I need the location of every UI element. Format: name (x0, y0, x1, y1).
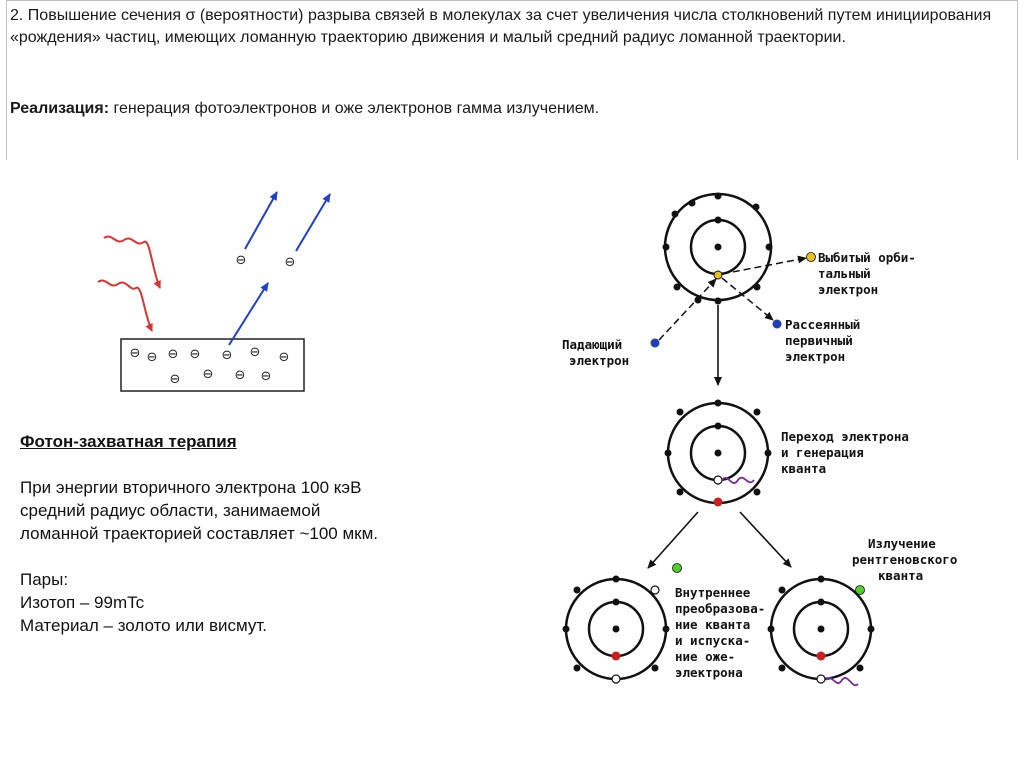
incident-electron (650, 338, 660, 348)
info-block: Фотон-захватная терапия При энергии втор… (20, 430, 500, 637)
pairs-title: Пары: (20, 570, 69, 589)
incident-label: Падающий электрон (562, 337, 629, 368)
realization-line: Реализация: генерация фотоэлектронов и о… (10, 98, 1010, 120)
svg-text:ние оже-: ние оже- (675, 649, 735, 664)
photon-wave-2 (97, 279, 153, 332)
isotope-line: Изотоп – 99mTc (20, 593, 145, 612)
emitted-arrow-3 (228, 282, 269, 346)
electron-symbol: ⊖ (130, 346, 141, 361)
electron-symbol: ⊖ (168, 347, 179, 362)
electron-symbol: ⊖ (250, 345, 261, 360)
ejected-electron (806, 252, 816, 262)
electron-symbol: ⊖ (190, 347, 201, 362)
photon-wave-1 (103, 235, 161, 289)
electron-symbol: ⊖ (235, 368, 246, 383)
svg-text:преобразова-: преобразова- (675, 601, 765, 616)
ejected-path (721, 255, 807, 275)
svg-text:электрон: электрон (569, 353, 629, 368)
energy-line-1: При энергии вторичного электрона 100 кэВ (20, 478, 362, 497)
material-line: Материал – золото или висмут. (20, 616, 268, 635)
metal-plate (120, 338, 305, 392)
svg-text:тальный: тальный (818, 266, 871, 281)
svg-text:Излучение: Излучение (868, 536, 936, 551)
transition-label: Переход электрона и генерация кванта (781, 429, 909, 476)
emitted-electron-symbol: ⊖ (236, 253, 247, 268)
realization-text: генерация фотоэлектронов и оже электроно… (109, 100, 600, 117)
electron-symbol: ⊖ (203, 367, 214, 382)
svg-text:электрона: электрона (675, 665, 743, 680)
svg-text:кванта: кванта (781, 461, 826, 476)
electron-symbol: ⊖ (222, 348, 233, 363)
svg-text:Переход электрона: Переход электрона (781, 429, 909, 444)
flow-arrow-right (739, 511, 792, 568)
svg-text:Рассеянный: Рассеянный (785, 317, 860, 332)
scattered-label: Рассеянный первичный электрон (785, 317, 860, 364)
svg-text:Внутреннее: Внутреннее (675, 585, 751, 600)
atom-top (662, 192, 773, 305)
electron-symbol: ⊖ (279, 350, 290, 365)
incident-path (658, 278, 717, 341)
atom-bottom-right (767, 575, 875, 687)
svg-text:и испуска-: и испуска- (675, 633, 750, 648)
photoelectric-diagram: ⊖ ⊖ ⊖ ⊖ ⊖ ⊖ ⊖ ⊖ ⊖ ⊖ ⊖ ⊖ ⊖ (97, 191, 331, 392)
electron-symbol: ⊖ (261, 369, 272, 384)
atom-bottom-left (562, 563, 682, 684)
scattered-electron (772, 319, 782, 329)
atom-middle (664, 399, 772, 507)
svg-text:первичный: первичный (785, 333, 853, 348)
emitted-electron-symbol: ⊖ (285, 255, 296, 270)
frame-left-border (6, 0, 7, 160)
svg-text:Падающий: Падающий (562, 337, 622, 352)
xray-label: Излучение рентгеновского кванта (852, 536, 957, 583)
emitted-arrow-1 (244, 191, 278, 250)
electron-symbol: ⊖ (147, 350, 158, 365)
svg-text:рентгеновского: рентгеновского (852, 552, 957, 567)
svg-text:и генерация: и генерация (781, 445, 864, 460)
energy-line-2: средний радиус области, занимаемой (20, 501, 321, 520)
emitted-arrow-2 (295, 193, 331, 252)
svg-text:кванта: кванта (878, 568, 923, 583)
svg-text:электрон: электрон (818, 282, 878, 297)
info-title: Фотон-захватная терапия (20, 432, 237, 451)
flow-arrow-left (647, 511, 699, 569)
scattered-path (721, 277, 774, 321)
header-text: 2. Повышение сечения σ (вероятности) раз… (10, 7, 992, 46)
plate-electrons: ⊖ ⊖ ⊖ ⊖ ⊖ ⊖ ⊖ ⊖ ⊖ ⊖ ⊖ ⊖ ⊖ (130, 253, 296, 387)
auger-diagram: Выбитый орби- тальный электрон Падающий … (562, 192, 957, 687)
svg-text:электрон: электрон (785, 349, 845, 364)
svg-text:Выбитый орби-: Выбитый орби- (818, 250, 916, 265)
photon-squiggle (721, 476, 755, 484)
xray-squiggle (825, 677, 859, 687)
frame-right-border (1017, 0, 1018, 160)
svg-text:ние кванта: ние кванта (675, 617, 750, 632)
frame-top-border (6, 0, 1018, 1)
energy-line-3: ломанной траекторией составляет ~100 мкм… (20, 524, 379, 543)
realization-label: Реализация: (10, 100, 110, 117)
internal-conversion-label: Внутреннее преобразова- ние кванта и исп… (675, 585, 765, 680)
ejected-label: Выбитый орби- тальный электрон (818, 250, 916, 297)
electron-symbol: ⊖ (170, 372, 181, 387)
